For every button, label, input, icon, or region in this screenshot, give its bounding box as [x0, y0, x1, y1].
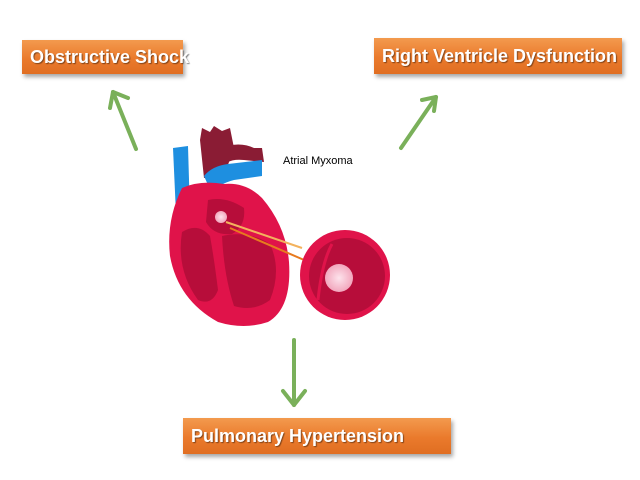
- arrow-up-right-icon: [399, 95, 438, 150]
- arrow-up-left-icon: [108, 90, 138, 151]
- right-ventricle-dysfunction-box: Right Ventricle Dysfunction: [374, 38, 622, 74]
- obstructive-shock-box: Obstructive Shock: [22, 40, 189, 74]
- atrial-myxoma-label: Atrial Myxoma: [283, 155, 353, 167]
- right-ventricle-dysfunction-label: Right Ventricle Dysfunction: [382, 45, 618, 66]
- magnifier-circle: [300, 230, 390, 320]
- pulmonary-hypertension-box: Pulmonary Hypertension: [183, 418, 451, 454]
- obstructive-shock-label: Obstructive Shock: [30, 46, 190, 67]
- pulmonary-hypertension-label: Pulmonary Hypertension: [191, 425, 405, 446]
- heart-illustration: [169, 126, 290, 326]
- arrow-down-icon: [281, 338, 307, 407]
